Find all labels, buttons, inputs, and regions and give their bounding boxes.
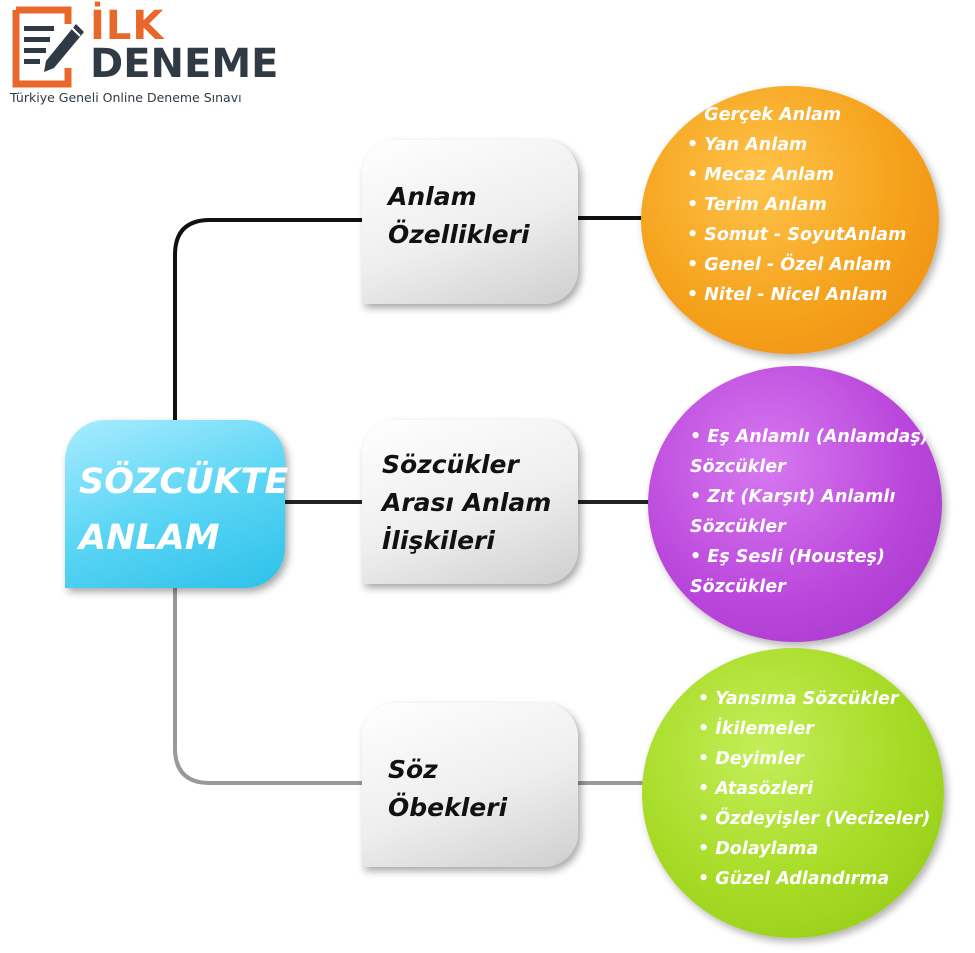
list-item: • Özdeyişler (Vecizeler)	[698, 809, 931, 829]
list-item: • Eş Sesli (Housteş)	[690, 547, 885, 567]
branch-node-soz-obekleri: Söz Öbekleri	[362, 703, 578, 867]
list-item: • Yansıma Sözcükler	[698, 689, 899, 709]
list-item: Sözcükler	[690, 517, 786, 537]
list-item: • Genel - Özel Anlam	[687, 255, 892, 275]
list-anlam-iliskileri: • Eş Anlamlı (Anlamdaş) Sözcükler • Zıt …	[690, 422, 929, 602]
list-item: • Yan Anlam	[687, 135, 808, 155]
list-item: • Güzel Adlandırma	[698, 869, 890, 889]
branch-title-line: Sözcükler	[382, 450, 519, 479]
root-line-1: SÖZCÜKTE	[79, 462, 289, 502]
list-item: • Dolaylama	[698, 839, 819, 859]
branch-title-line: Anlam	[388, 182, 477, 211]
list-item: • Terim Anlam	[687, 195, 827, 215]
brand-bottom: DENEME	[90, 41, 279, 87]
list-item: • Atasözleri	[698, 779, 814, 799]
list-item: • Mecaz Anlam	[687, 165, 835, 185]
brand-top: İLK	[90, 3, 165, 49]
list-item: Sözcükler	[690, 457, 786, 477]
brand-tagline: Türkiye Geneli Online Deneme Sınavı	[10, 90, 242, 105]
list-anlam-ozellikleri: • Gerçek Anlam • Yan Anlam • Mecaz Anlam…	[687, 100, 906, 310]
list-item: • Somut - SoyutAnlam	[687, 225, 907, 245]
list-item: • Eş Anlamlı (Anlamdaş)	[690, 427, 929, 447]
branch-node-anlam-iliskileri: Sözcükler Arası Anlam İlişkileri	[362, 420, 578, 584]
branch-title-line: Arası Anlam	[382, 488, 552, 517]
list-item: • İkilemeler	[698, 719, 814, 739]
list-item: Sözcükler	[690, 577, 786, 597]
list-item: • Deyimler	[698, 749, 804, 769]
list-item: • Nitel - Nicel Anlam	[687, 285, 888, 305]
list-item: • Gerçek Anlam	[687, 105, 842, 125]
root-node: SÖZCÜKTE ANLAM	[65, 420, 289, 588]
document-pen-icon	[12, 6, 84, 88]
circle-soz-obekleri: • Yansıma Sözcükler • İkilemeler • Deyim…	[642, 648, 944, 938]
list-item: • Zıt (Karşıt) Anlamlı	[690, 487, 896, 507]
list-soz-obekleri: • Yansıma Sözcükler • İkilemeler • Deyim…	[698, 684, 930, 894]
branch-title-line: Söz	[388, 755, 438, 784]
circle-anlam-ozellikleri: • Gerçek Anlam • Yan Anlam • Mecaz Anlam…	[641, 86, 939, 354]
branch-node-anlam-ozellikleri: Anlam Özellikleri	[362, 140, 578, 304]
branch-title-line: Özellikleri	[388, 220, 530, 249]
circle-anlam-iliskileri: • Eş Anlamlı (Anlamdaş) Sözcükler • Zıt …	[648, 366, 942, 642]
root-line-2: ANLAM	[79, 518, 220, 558]
branch-title-line: Öbekleri	[388, 793, 508, 822]
branch-title-line: İlişkileri	[382, 526, 495, 555]
